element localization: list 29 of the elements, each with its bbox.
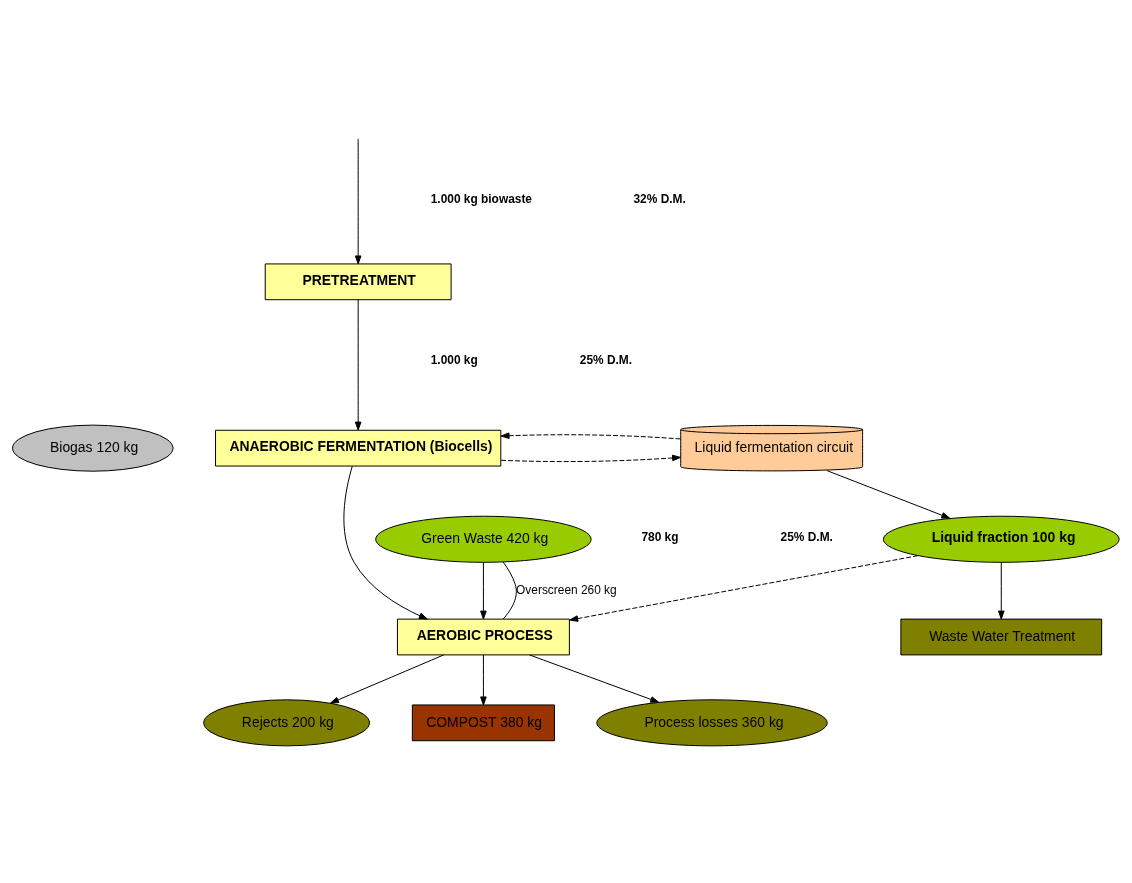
label: 32% D.M. xyxy=(633,191,686,206)
arrow xyxy=(330,654,445,704)
arrow xyxy=(480,561,487,619)
arrow xyxy=(998,561,1005,619)
arrow xyxy=(354,298,362,431)
node-ellipse: Biogas 120 kg xyxy=(12,424,174,472)
arrow xyxy=(500,454,681,462)
label: 1.000 kg xyxy=(430,352,478,367)
edge-label: Overscreen 260 kg xyxy=(516,582,617,597)
arrow xyxy=(480,654,487,705)
node-ellipse: Liquid fraction 100 kg xyxy=(882,515,1120,563)
node-box: PRETREATMENT xyxy=(264,262,452,300)
node-ellipse: Green Waste 420 kg xyxy=(375,515,592,563)
connector xyxy=(502,561,517,619)
arrow xyxy=(343,465,428,620)
arrow xyxy=(569,554,919,622)
label: 25% D.M. xyxy=(579,352,633,367)
arrow xyxy=(354,137,362,264)
label: 780 kg xyxy=(641,529,679,544)
label: 25% D.M. xyxy=(780,529,833,544)
node-box: ANAEROBIC FERMENTATION (Biocells) xyxy=(215,429,502,467)
node-box: Waste Water Treatment xyxy=(900,618,1103,655)
arrow xyxy=(500,431,681,439)
arrow xyxy=(529,654,660,703)
label: 1.000 kg biowaste xyxy=(430,191,532,206)
node-box: AEROBIC PROCESS xyxy=(396,618,570,655)
node-ellipse: Process losses 360 kg xyxy=(596,698,828,746)
node-box: COMPOST 380 kg xyxy=(411,703,555,741)
arrow xyxy=(826,469,951,519)
